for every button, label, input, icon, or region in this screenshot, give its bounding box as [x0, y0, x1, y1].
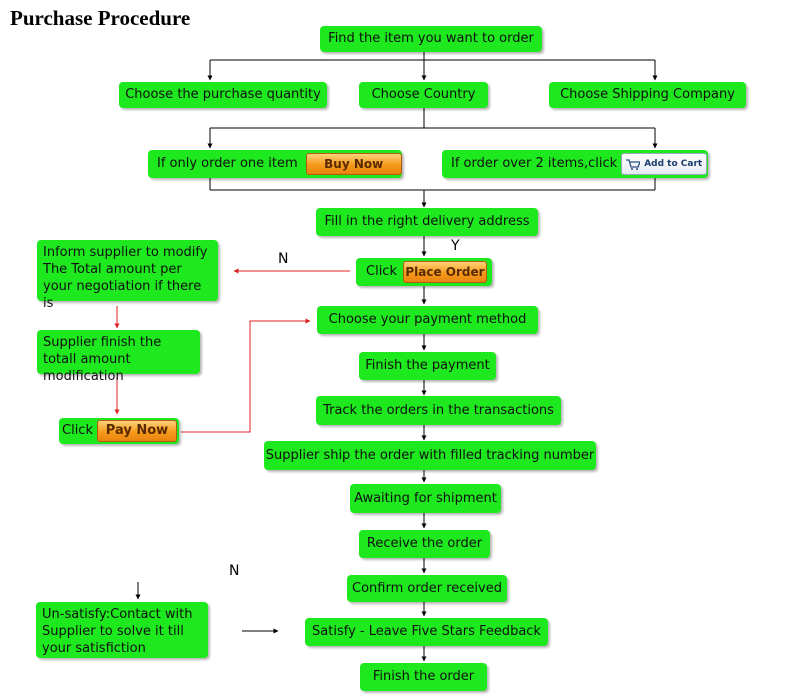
buy-now-button[interactable]: Buy Now [305, 153, 402, 175]
step-delivery-address: Fill in the right delivery address [316, 208, 538, 236]
side-supplier-finish-label: Supplier finish the totall amount modifi… [43, 335, 162, 384]
side-supplier-finish: Supplier finish the totall amount modifi… [37, 330, 200, 384]
step-payment-method: Choose your payment method [317, 306, 538, 334]
step-only-one-item: If only order one item Buy Now [148, 150, 402, 178]
step-click-place-order: Click Place Order [356, 258, 492, 286]
step-payment-method-label: Choose your payment method [328, 312, 527, 327]
step-delivery-address-label: Fill in the right delivery address [324, 214, 530, 229]
add-to-cart-label: Add to Cart [644, 159, 703, 169]
step-choose-quantity: Choose the purchase quantity [119, 82, 327, 108]
place-order-button[interactable]: Place Order [402, 261, 487, 283]
pay-now-button[interactable]: Pay Now [96, 420, 177, 442]
step-choose-shipping: Choose Shipping Company [549, 82, 746, 108]
step-over-two-items: If order over 2 items,click Add to Cart [442, 150, 708, 178]
label-n-upper: N [278, 251, 289, 267]
step-click-label: Click [366, 264, 397, 279]
step-confirm-received-label: Confirm order received [352, 580, 502, 596]
side-unsatisfy: Un-satisfy:Contact with Supplier to solv… [36, 602, 208, 658]
step-choose-quantity-label: Choose the purchase quantity [125, 87, 321, 102]
step-finish-payment: Finish the payment [359, 352, 496, 380]
shopping-cart-icon [626, 158, 641, 170]
step-supplier-ship-label: Supplier ship the order with filled trac… [265, 447, 595, 463]
label-n-lower: N [229, 563, 240, 579]
step-satisfy-feedback: Satisfy - Leave Five Stars Feedback [305, 618, 548, 646]
step-finish-order: Finish the order [360, 663, 487, 691]
step-only-one-item-label: If only order one item [157, 156, 298, 171]
label-y: Y [451, 238, 460, 254]
step-find-item-label: Find the item you want to order [328, 31, 534, 46]
step-choose-country: Choose Country [359, 82, 488, 108]
step-confirm-received: Confirm order received [347, 575, 507, 602]
side-inform-supplier-label: Inform supplier to modify The Total amou… [43, 245, 208, 311]
step-over-two-items-label: If order over 2 items,click [451, 156, 618, 171]
step-choose-shipping-label: Choose Shipping Company [560, 87, 735, 102]
step-track-orders: Track the orders in the transactions [316, 396, 561, 425]
step-awaiting-shipment: Awaiting for shipment [350, 484, 501, 513]
step-receive-order-label: Receive the order [366, 536, 483, 551]
step-satisfy-feedback-label: Satisfy - Leave Five Stars Feedback [312, 624, 541, 639]
step-find-item: Find the item you want to order [320, 26, 542, 52]
side-click-label: Click [62, 423, 93, 438]
step-track-orders-label: Track the orders in the transactions [323, 402, 554, 418]
step-finish-payment-label: Finish the payment [365, 358, 490, 373]
step-supplier-ship: Supplier ship the order with filled trac… [264, 441, 596, 470]
step-awaiting-shipment-label: Awaiting for shipment [354, 490, 497, 506]
side-unsatisfy-label: Un-satisfy:Contact with Supplier to solv… [42, 607, 193, 656]
add-to-cart-button[interactable]: Add to Cart [621, 153, 708, 175]
side-inform-supplier: Inform supplier to modify The Total amou… [37, 240, 218, 311]
step-receive-order: Receive the order [359, 530, 490, 558]
side-click-pay-now: Click Pay Now [59, 418, 179, 444]
step-choose-country-label: Choose Country [371, 87, 476, 102]
page-title: Purchase Procedure [10, 6, 191, 30]
step-finish-order-label: Finish the order [372, 669, 475, 684]
